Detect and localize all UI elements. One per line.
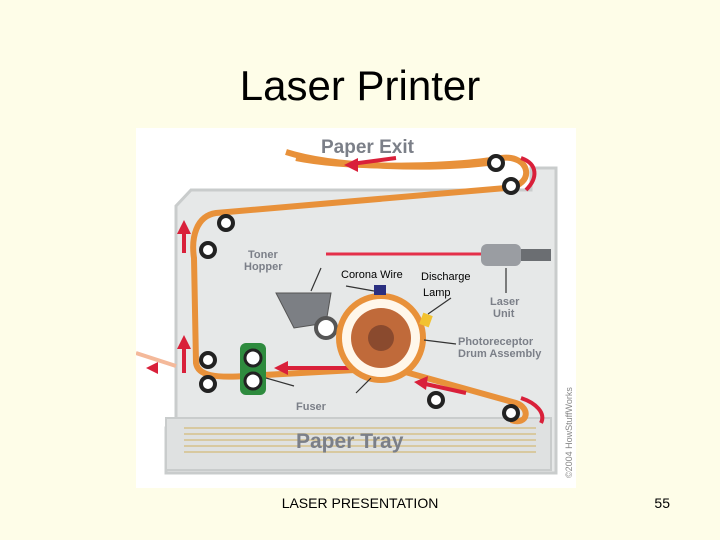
toner-hopper-label-1: Toner [248,249,278,261]
roller-set [199,154,520,422]
arrow-heads [146,158,428,390]
drum-center [368,325,394,351]
laser-unit-label-2: Unit [493,308,515,320]
paper-tray-label: Paper Tray [296,430,404,453]
paper-out-left [136,351,177,368]
slide-title: Laser Printer [239,62,481,109]
drum-label-2: Drum Assembly [458,348,542,360]
paper-tray-box [165,417,552,471]
developer-roller [314,316,338,340]
printer-diagram-svg: Paper Exit Toner Hopper Corona Wire Disc… [136,137,574,478]
laser-unit-label-1: Laser [490,296,520,308]
label-pointers [265,267,507,394]
corona-wire-part [374,285,386,295]
paper-exit-label: Paper Exit [321,137,415,158]
discharge-lamp-label-1: Discharge [421,271,471,283]
fuser-roller-bottom [243,371,263,391]
printer-diagram: Paper Exit Toner Hopper Corona Wire Disc… [136,128,576,488]
paper-stack [184,427,536,453]
path-arrows [182,156,545,424]
corona-wire-label: Corona Wire [341,269,403,281]
discharge-lamp-part [419,312,433,328]
drum-label-1: Photoreceptor [458,336,534,348]
discharge-lamp-label-2: Lamp [423,287,451,299]
laser-unit-body [481,244,521,266]
paper-exit-path [285,149,497,170]
toner-hopper-label-2: Hopper [244,261,283,273]
footer-text: LASER PRESENTATION [281,495,439,511]
page-number: 55 [654,495,670,511]
laser-unit-nozzle [521,249,551,261]
fuser-roller-top [243,348,263,368]
fuser-label: Fuser [296,401,327,413]
copyright-label: ©2004 HowStuffWorks [564,387,574,478]
